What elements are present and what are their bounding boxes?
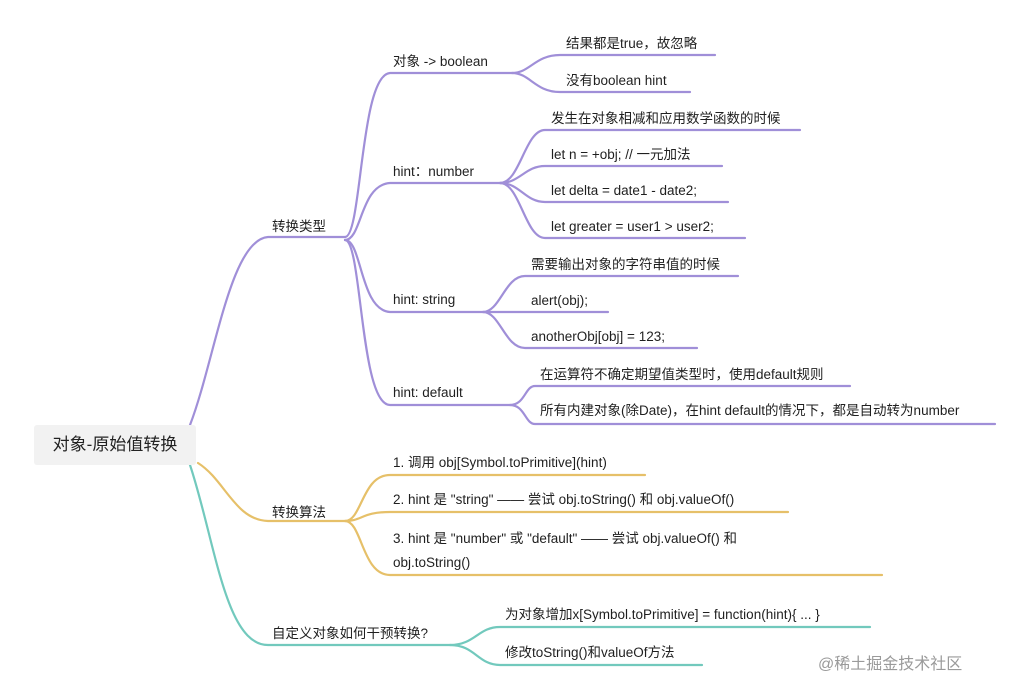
leaf-number-when[interactable]: 发生在对象相减和应用数学函数的时候 — [551, 111, 781, 126]
root-node[interactable]: 对象-原始值转换 — [34, 425, 196, 465]
leaf-step-1[interactable]: 1. 调用 obj[Symbol.toPrimitive](hint) — [393, 455, 607, 470]
branch-conversion-types[interactable]: 转换类型 — [272, 219, 326, 234]
branch-conversion-algorithm[interactable]: 转换算法 — [272, 505, 326, 520]
leaf-add-to-primitive[interactable]: 为对象增加x[Symbol.toPrimitive] = function(hi… — [505, 607, 820, 622]
leaf-boolean-always-true[interactable]: 结果都是true，故忽略 — [566, 36, 698, 51]
yellow-branch-lines — [196, 461, 884, 577]
leaf-step-3-cont[interactable]: obj.toString() — [393, 555, 471, 570]
leaf-step-3[interactable]: 3. hint 是 "number" 或 "default" —— 尝试 obj… — [393, 531, 738, 546]
leaf-alert-obj[interactable]: alert(obj); — [531, 293, 589, 308]
teal-branch-lines — [188, 463, 872, 667]
node-hint-default[interactable]: hint: default — [393, 385, 463, 400]
leaf-unary-plus[interactable]: let n = +obj; // 一元加法 — [551, 147, 691, 162]
leaf-another-obj[interactable]: anotherObj[obj] = 123; — [531, 329, 665, 344]
leaf-no-boolean-hint[interactable]: 没有boolean hint — [566, 73, 667, 88]
branch-custom-conversion[interactable]: 自定义对象如何干预转换? — [272, 626, 429, 641]
leaf-greater-compare[interactable]: let greater = user1 > user2; — [551, 219, 714, 234]
purple-branch-lines — [188, 53, 997, 427]
leaf-step-2[interactable]: 2. hint 是 "string" —— 尝试 obj.toString() … — [393, 492, 735, 507]
node-hint-string[interactable]: hint: string — [393, 292, 456, 307]
leaf-date-subtract[interactable]: let delta = date1 - date2; — [551, 183, 697, 198]
leaf-string-when[interactable]: 需要输出对象的字符串值的时候 — [531, 257, 720, 272]
watermark: @稀土掘金技术社区 — [818, 656, 963, 673]
node-hint-number[interactable]: hint：number — [393, 164, 475, 179]
node-object-to-boolean[interactable]: 对象 -> boolean — [393, 54, 488, 69]
leaf-builtin-to-number[interactable]: 所有内建对象(除Date)，在hint default的情况下，都是自动转为nu… — [540, 403, 960, 418]
leaf-modify-tostring-valueof[interactable]: 修改toString()和valueOf方法 — [505, 645, 675, 660]
leaf-default-rule[interactable]: 在运算符不确定期望值类型时，使用default规则 — [540, 367, 824, 382]
